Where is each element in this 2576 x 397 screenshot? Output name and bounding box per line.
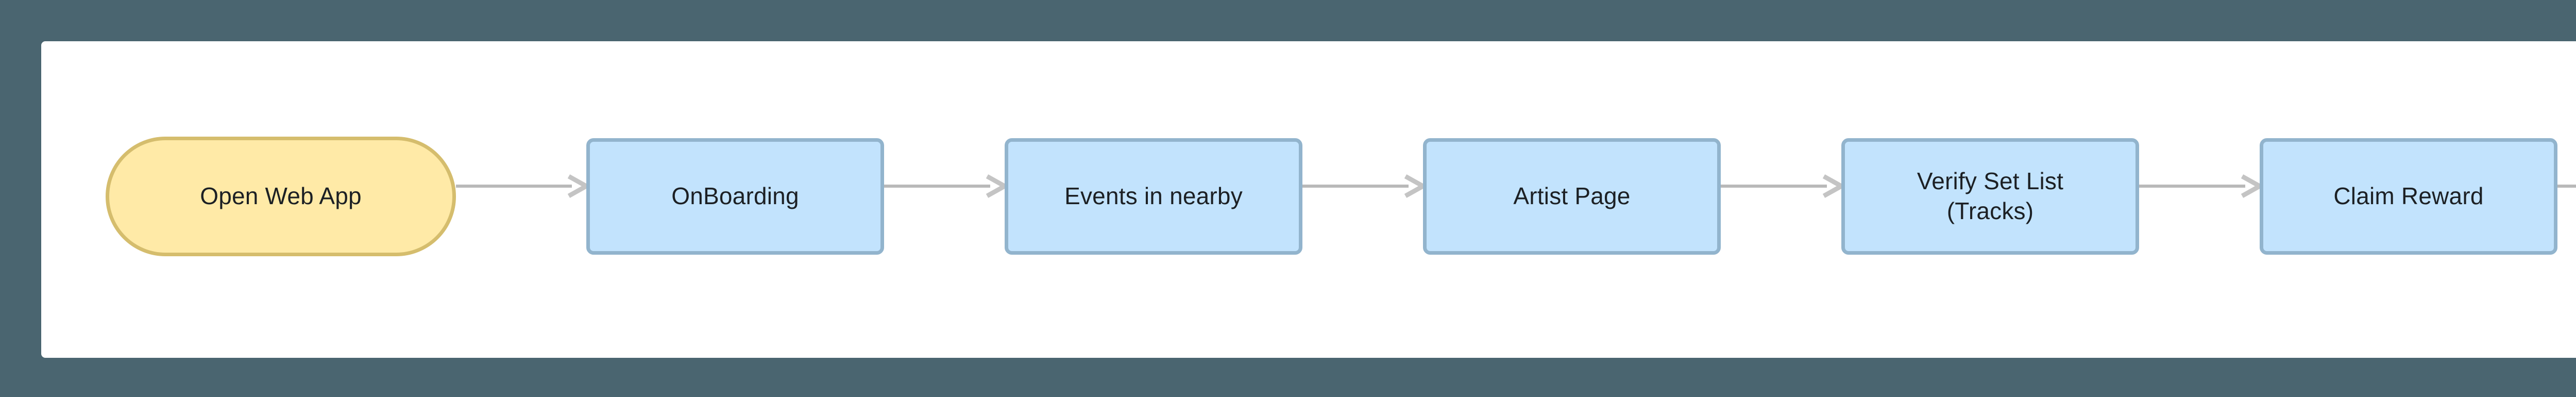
flow-edge — [2557, 176, 2576, 196]
arrowhead-icon — [567, 174, 591, 198]
arrowhead-icon — [986, 174, 1010, 198]
flow-node-artist-page[interactable]: Artist Page — [1423, 138, 1721, 255]
flow-node-onboarding[interactable]: OnBoarding — [586, 138, 884, 255]
flow-node-claim-reward[interactable]: Claim Reward — [2260, 138, 2557, 255]
flow-edge — [2139, 174, 2265, 198]
flow-edge — [456, 174, 591, 198]
diagram-canvas: Open Web App OnBoarding Events in nearby Ar… — [41, 41, 2576, 358]
flowchart: Open Web App OnBoarding Events in nearby Ar… — [41, 41, 2576, 358]
flow-edge — [1721, 174, 1846, 198]
flow-node-open-web-app[interactable]: Open Web App — [106, 137, 456, 256]
arrowhead-icon — [2241, 174, 2265, 198]
flow-node-verify-set-list[interactable]: Verify Set List (Tracks) — [1841, 138, 2139, 255]
flow-edge — [1302, 174, 1428, 198]
arrowhead-icon — [1404, 174, 1428, 198]
flow-edge — [884, 174, 1010, 198]
arrowhead-icon — [1822, 174, 1846, 198]
flow-node-events-nearby[interactable]: Events in nearby — [1005, 138, 1302, 255]
